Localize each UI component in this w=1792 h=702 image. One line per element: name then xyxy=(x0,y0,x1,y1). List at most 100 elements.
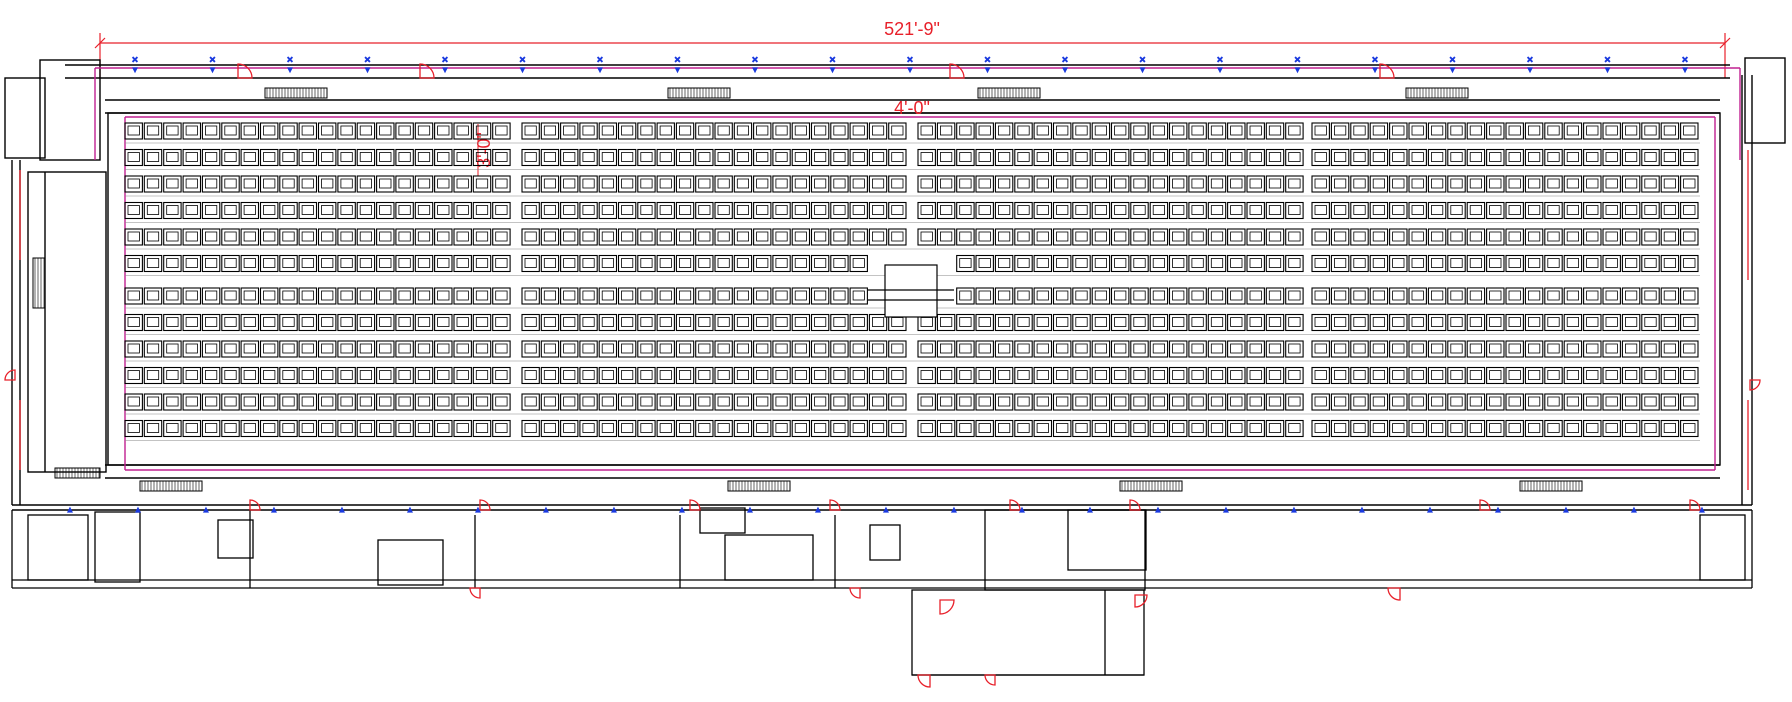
seat-back xyxy=(1191,423,1204,433)
seat-back xyxy=(1605,125,1618,136)
seat xyxy=(1369,393,1389,411)
seat xyxy=(1227,366,1246,385)
seat-back xyxy=(1411,231,1424,242)
seat xyxy=(1311,254,1330,273)
seat-back xyxy=(1094,290,1107,301)
seat-back xyxy=(959,258,972,268)
seat xyxy=(733,228,753,246)
seat-back xyxy=(775,205,788,215)
seat xyxy=(733,366,753,385)
seat xyxy=(637,254,656,273)
seat xyxy=(772,287,791,305)
seat xyxy=(637,175,656,193)
seat xyxy=(1350,254,1369,273)
seat-back xyxy=(920,317,933,327)
seat-back xyxy=(1566,205,1579,215)
seat xyxy=(1583,366,1602,385)
seat xyxy=(317,122,337,140)
seat-back xyxy=(282,290,295,301)
outlet-marker-icon: ▲ xyxy=(1087,507,1094,514)
seat-back xyxy=(1017,370,1030,380)
seat-back xyxy=(1528,423,1541,433)
seat xyxy=(1544,287,1563,305)
seat xyxy=(1660,122,1680,140)
seat-back xyxy=(1353,231,1366,242)
seat-back xyxy=(359,370,373,380)
seat-back xyxy=(166,152,179,162)
seat-back xyxy=(1411,343,1424,354)
seat xyxy=(124,366,143,385)
seat xyxy=(1110,393,1130,411)
seat xyxy=(1427,122,1447,140)
seat xyxy=(753,393,772,411)
seat xyxy=(201,313,221,332)
seat xyxy=(1544,366,1563,385)
seat xyxy=(1265,148,1285,167)
seat-back xyxy=(1547,178,1560,189)
seat xyxy=(163,340,182,358)
seat xyxy=(1602,254,1621,273)
seat-back xyxy=(959,317,972,327)
seat xyxy=(540,393,560,411)
seat xyxy=(753,201,772,220)
seat-back xyxy=(1334,396,1347,407)
seat xyxy=(637,313,656,332)
seat-back xyxy=(524,370,537,380)
seat xyxy=(975,419,994,438)
seat xyxy=(994,340,1014,358)
seat-back xyxy=(582,231,595,242)
seat-back xyxy=(243,290,256,301)
seat-back xyxy=(1094,231,1107,242)
seat-back xyxy=(1114,125,1127,136)
seat xyxy=(1091,122,1111,140)
seat xyxy=(791,366,811,385)
seat xyxy=(298,393,318,411)
seat xyxy=(1168,366,1188,385)
seat xyxy=(1466,313,1486,332)
seat xyxy=(791,313,811,332)
seat-back xyxy=(263,317,276,327)
seat-back xyxy=(1605,423,1618,433)
seat xyxy=(298,122,318,140)
seat-back xyxy=(1314,231,1327,242)
outlet-marker-icon: ▲ xyxy=(951,507,958,514)
seat-back xyxy=(1683,317,1696,327)
seat xyxy=(753,340,772,358)
seat-back xyxy=(495,205,508,215)
seat-back xyxy=(524,423,537,433)
seat xyxy=(1641,122,1660,140)
seat xyxy=(1350,393,1369,411)
seat xyxy=(201,366,221,385)
seat xyxy=(1544,148,1563,167)
seat-back xyxy=(243,343,256,354)
vent-grille xyxy=(32,257,46,309)
seat xyxy=(395,148,414,167)
seat xyxy=(1285,366,1304,385)
seat xyxy=(201,201,221,220)
seat xyxy=(395,419,414,438)
seat-back xyxy=(1683,152,1696,162)
seat xyxy=(1285,340,1304,358)
seat xyxy=(830,419,849,438)
seat-back xyxy=(282,231,295,242)
seat xyxy=(1014,148,1033,167)
seat xyxy=(540,366,560,385)
seat-back xyxy=(1663,317,1676,327)
seat xyxy=(1130,254,1149,273)
seat xyxy=(1149,148,1169,167)
seat-back xyxy=(940,205,953,215)
seat xyxy=(810,419,830,438)
seat-back xyxy=(524,231,537,242)
seat-back xyxy=(1268,231,1282,242)
seat-back xyxy=(495,178,508,189)
seat-back xyxy=(1586,396,1599,407)
seat xyxy=(279,254,298,273)
seat xyxy=(1285,254,1304,273)
seat xyxy=(376,419,395,438)
seat xyxy=(936,340,956,358)
seat-back xyxy=(340,423,353,433)
seat xyxy=(1227,122,1246,140)
seat-back xyxy=(659,370,672,380)
seat xyxy=(1641,393,1660,411)
seat-back xyxy=(1249,423,1262,433)
